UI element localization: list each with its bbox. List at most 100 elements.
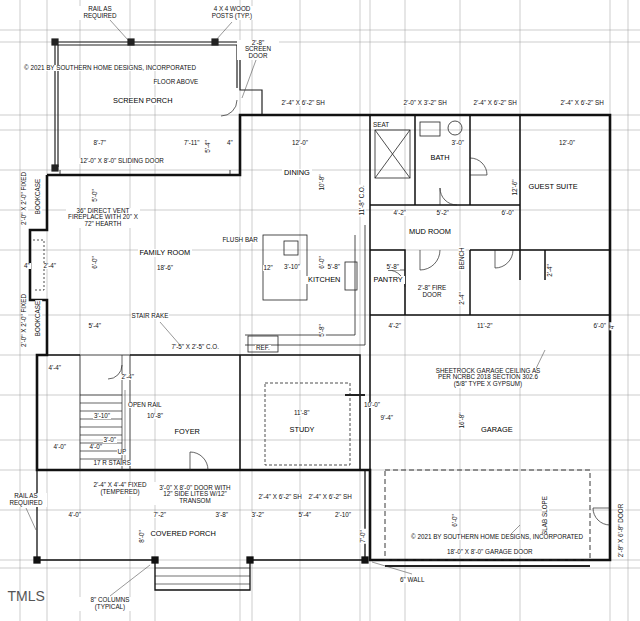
plan-annotation: FLUSH BAR: [222, 237, 259, 244]
room-name: FOYER: [175, 427, 200, 436]
room-label-box: BATH: [429, 154, 452, 162]
plan-annotation: 5'-0": [91, 188, 98, 203]
room-label-box: COVERED PORCH: [149, 530, 218, 538]
plan-annotation: BOOKCASE: [35, 177, 42, 214]
room-name: PANTRY: [374, 275, 403, 284]
plan-annotation: OPEN RAIL: [127, 402, 163, 409]
plan-annotation: 5'-2": [436, 210, 451, 217]
plan-annotation: 2'-10": [334, 512, 352, 519]
plan-annotation: STAIR RAKE: [131, 313, 170, 320]
plan-annotation: 12'-0" X 8'-0" SLIDING DOOR: [79, 158, 165, 165]
plan-annotation: 11'-2": [476, 323, 494, 330]
plan-annotation: 17 R STAIRS: [93, 460, 132, 467]
plan-annotation: 2'-4" X 6'-2" SH: [308, 494, 353, 501]
plan-annotation: 7'-5" X 2'-5" C.O.: [171, 344, 220, 351]
plan-annotation: 8" COLUMNS (TYPICAL): [79, 597, 141, 611]
plan-annotation: 18'-0" X 8'-0" GARAGE DOOR: [446, 549, 534, 556]
plan-annotation: © 2021 BY SOUTHERN HOME DESIGNS, INCORPO…: [23, 65, 197, 72]
plan-annotation: 4 X 4 WOOD POSTS (TYP.): [205, 6, 259, 20]
plan-annotation: 4'-4": [48, 365, 63, 372]
watermark: TMLS: [7, 589, 46, 604]
plan-annotation: 3'-0": [103, 437, 118, 444]
plan-annotation: 4'-2": [393, 210, 408, 217]
room-name: STUDY: [290, 425, 315, 434]
plan-annotation: 2'-4": [546, 263, 553, 278]
plan-annotation: SEAT: [372, 122, 390, 129]
plan-annotation: 8'-0": [138, 529, 145, 544]
plan-annotation: © 2021 BY SOUTHERN HOME DESIGNS, INCORPO…: [410, 534, 584, 541]
plan-annotation: 2'-4" X 4'-4" FIXED (TEMPERED): [83, 482, 157, 496]
room-name: GARAGE: [481, 425, 513, 434]
plan-annotation: 2'-4" X 6'-2" SH: [281, 100, 326, 107]
room-label-box: STUDY: [288, 426, 317, 434]
plan-annotation: 12'-6": [512, 178, 519, 196]
plan-annotation: 4": [226, 140, 234, 147]
room-label-box: DINING: [282, 169, 312, 177]
plan-annotation: RAIL AS REQUIRED: [79, 6, 121, 20]
plan-annotation: 3'-8": [215, 512, 230, 519]
plan-annotation: 12": [263, 265, 274, 272]
plan-annotation: 5'-8": [318, 323, 325, 338]
room-name: DINING: [284, 168, 310, 177]
plan-annotation: 36" DIRECT VENT FIREPLACE WITH 20" X 72"…: [66, 208, 140, 229]
plan-annotation: 3'-10": [283, 264, 301, 271]
covered-porch: [34, 470, 368, 590]
plan-annotation: 6'-0": [593, 323, 608, 330]
plan-annotation: 4": [23, 263, 31, 270]
plan-annotation: 4'-2": [388, 323, 403, 330]
plan-annotation: 2'-0" X 2'-0" FIXED: [21, 292, 28, 347]
plan-annotation: BENCH: [459, 246, 466, 270]
room-label-box: GUEST SUITE: [527, 183, 580, 191]
room-label-box: PANTRY: [372, 276, 405, 284]
plan-annotation: 12'-0": [558, 140, 576, 147]
plan-annotation: 5'-4": [298, 512, 313, 519]
room-name: COVERED PORCH: [151, 529, 216, 538]
plan-annotation: 2'-4": [121, 374, 136, 381]
plan-annotation: 18'-6": [156, 265, 174, 272]
plan-annotation: 5'-8": [386, 264, 401, 271]
plan-annotation: 4'-0": [68, 512, 83, 519]
plan-annotation: SHEETROCK GARAGE CEILING AS PER NCRBC 20…: [431, 368, 545, 389]
plan-annotation: 3'-2": [251, 512, 266, 519]
room-label-box: GARAGE: [479, 426, 515, 434]
plan-annotation: 7'-0": [359, 529, 366, 544]
plan-annotation: 3'-10": [93, 413, 111, 420]
room-name: SCREEN PORCH: [113, 96, 173, 105]
plan-annotation: 8'-7": [93, 140, 108, 147]
garage-door: [385, 470, 590, 566]
leader-lines: [26, 20, 545, 596]
plan-annotation: 6'-0": [318, 255, 325, 270]
plan-annotation: BOOKCASE: [35, 299, 42, 336]
plan-annotation: 10'-8": [319, 173, 326, 191]
room-label-box: FAMILY ROOM: [138, 249, 193, 257]
plan-annotation: 7'-11": [183, 140, 201, 147]
plan-annotation: 10'-0": [363, 402, 381, 409]
room-name: GUEST SUITE: [529, 182, 578, 191]
plan-annotation: 2'-4" X 6'-2" SH: [560, 100, 605, 107]
plan-annotation: 10'-8": [146, 413, 164, 420]
room-name: FAMILY ROOM: [140, 248, 191, 257]
plan-annotation: 11'-8": [293, 410, 311, 417]
plan-annotation: 5'-4": [88, 323, 103, 330]
plan-annotation: RAIL AS REQUIRED: [5, 493, 47, 507]
plan-annotation: REF.: [255, 345, 271, 352]
plan-annotation: 2'-8" SCREEN DOOR: [237, 40, 279, 61]
screen-porch-outline: [52, 39, 262, 171]
plan-annotation: 4'-0": [53, 444, 68, 451]
room-name: KITCHEN: [308, 275, 340, 284]
plan-annotation: 9'-4": [380, 415, 395, 422]
plan-annotation: 2'-8" X 6'-8" DOOR: [618, 502, 625, 557]
plan-annotation: 6" WALL: [399, 577, 425, 584]
plan-annotation: 3'-0": [451, 140, 466, 147]
room-label-box: KITCHEN: [306, 276, 342, 284]
plan-annotation: SLAB SLOPE: [541, 495, 548, 536]
plan-annotation: 6'-0": [501, 210, 516, 217]
plan-annotation: 16'-8": [459, 411, 466, 429]
room-name: MUD ROOM: [409, 227, 451, 236]
plan-annotation: 7'-2": [153, 512, 168, 519]
plan-annotation: 2'-4" X 6'-2" SH: [258, 494, 303, 501]
plan-annotation: 2'-8" FIRE DOOR: [411, 285, 453, 299]
room-label-box: SCREEN PORCH: [111, 97, 175, 105]
